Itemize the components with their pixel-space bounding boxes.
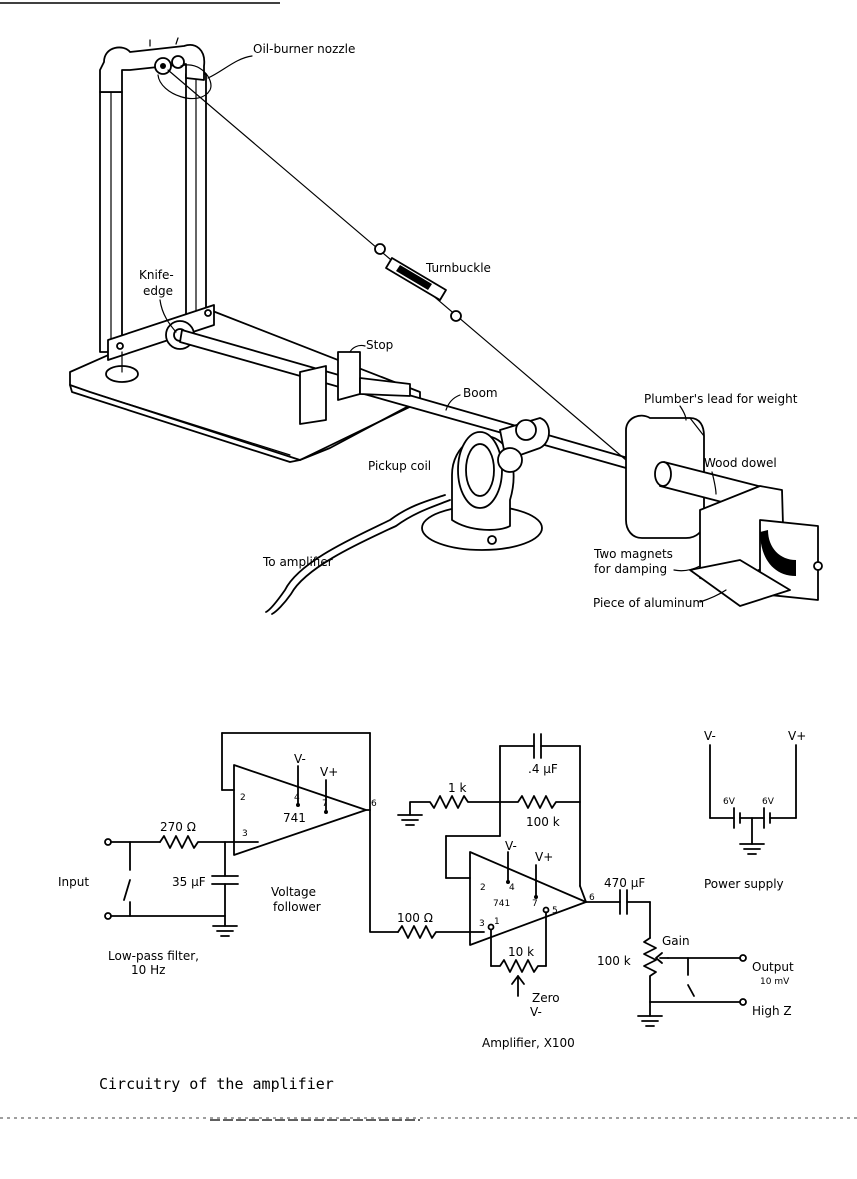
op2-pin6: 6	[589, 893, 595, 903]
op1-pin4: 4	[294, 793, 300, 803]
label-r10k: 10 k	[508, 945, 534, 959]
label-plumbers-lead: Plumber's lead for weight	[644, 392, 798, 406]
oil-burner-nozzle	[154, 55, 185, 75]
label-c35: 35 μF	[172, 875, 206, 889]
label-r270: 270 Ω	[160, 820, 196, 834]
op1-pin3: 3	[242, 829, 248, 839]
op-amp-1: 741 2 3 4 7 6 V- V+	[221, 732, 377, 856]
op2-pin4: 4	[509, 883, 515, 893]
damping-magnets	[689, 485, 823, 607]
label-high-z: High Z	[752, 1004, 792, 1018]
op-amp-2: 741 2 3 4 7 1 5 6 V- V+	[445, 801, 595, 946]
capacitor-35uf	[211, 841, 239, 937]
amplifier-circuit: Input 270 Ω 35 μF Low-pass filter, 10 Hz	[58, 729, 806, 1050]
label-lowpass-1: Low-pass filter,	[108, 949, 199, 963]
label-pot100k: 100 k	[597, 954, 631, 968]
op2-pin5: 5	[552, 906, 558, 916]
ps-6v-a: 6V	[723, 797, 736, 807]
label-output-2: 10 mV	[760, 977, 790, 987]
seismometer-apparatus: Oil-burner nozzle Knife- edge Boom Stop	[69, 37, 823, 615]
label-input: Input	[58, 875, 89, 889]
label-voltage-follower-2: follower	[273, 900, 321, 914]
label-c470: 470 μF	[604, 876, 645, 890]
label-turnbuckle: Turnbuckle	[425, 261, 491, 275]
op2-pin7: 7	[532, 899, 538, 909]
op2-pin1: 1	[494, 917, 500, 927]
op1-vplus: V+	[320, 765, 338, 779]
label-wood-dowel: Wood dowel	[704, 456, 777, 470]
output-section	[585, 889, 747, 1027]
input-section: Input	[58, 838, 226, 920]
label-to-amplifier: To amplifier	[262, 555, 333, 569]
frame-uprights	[99, 37, 207, 353]
op2-label: 741	[493, 899, 510, 909]
op1-vminus: V-	[294, 752, 306, 766]
label-r100k-feedback: 100 k	[526, 815, 560, 829]
resistor-270	[159, 835, 259, 849]
label-boom: Boom	[463, 386, 498, 400]
op1-pin6: 6	[371, 799, 377, 809]
figure-caption: Circuitry of the amplifier	[99, 1075, 334, 1093]
follower-output-wire	[369, 809, 399, 933]
op2-vplus: V+	[535, 850, 553, 864]
label-pickup-coil: Pickup coil	[368, 459, 431, 473]
power-supply	[709, 744, 797, 855]
pickup-coil	[421, 417, 550, 551]
label-aluminum: Piece of aluminum	[593, 596, 704, 610]
label-power-supply: Power supply	[704, 877, 784, 891]
label-knife-edge-2: edge	[143, 284, 173, 298]
offset-pot	[490, 911, 547, 997]
label-r1k: 1 k	[448, 781, 466, 795]
op2-pin2: 2	[480, 883, 486, 893]
resistor-100	[397, 925, 485, 939]
op2-vminus: V-	[505, 839, 517, 853]
label-knife-edge-1: Knife-	[139, 268, 174, 282]
op1-pin7: 7	[322, 799, 328, 809]
label-amplifier: Amplifier, X100	[482, 1036, 575, 1050]
label-zero-v: V-	[530, 1005, 542, 1019]
label-c04: .4 μF	[528, 762, 558, 776]
turnbuckle	[374, 243, 462, 322]
label-zero: Zero	[532, 991, 560, 1005]
op2-pin3: 3	[479, 919, 485, 929]
stop-block	[299, 351, 411, 425]
op1-pin2: 2	[240, 793, 246, 803]
op1-label: 741	[283, 811, 306, 825]
label-two-magnets-1: Two magnets	[593, 547, 673, 561]
label-stop: Stop	[366, 338, 393, 352]
ps-6v-b: 6V	[762, 797, 775, 807]
ps-vminus: V-	[704, 729, 716, 743]
label-lowpass-2: 10 Hz	[131, 963, 165, 977]
label-output-1: Output	[752, 960, 794, 974]
label-voltage-follower-1: Voltage	[271, 885, 316, 899]
label-r100: 100 Ω	[397, 911, 433, 925]
amplifier-cable	[265, 494, 446, 613]
base-plate	[69, 309, 421, 463]
label-gain: Gain	[662, 934, 690, 948]
label-two-magnets-2: for damping	[594, 562, 667, 576]
feedback-network	[397, 733, 587, 903]
label-oil-burner-nozzle: Oil-burner nozzle	[253, 42, 355, 56]
ps-vplus: V+	[788, 729, 806, 743]
